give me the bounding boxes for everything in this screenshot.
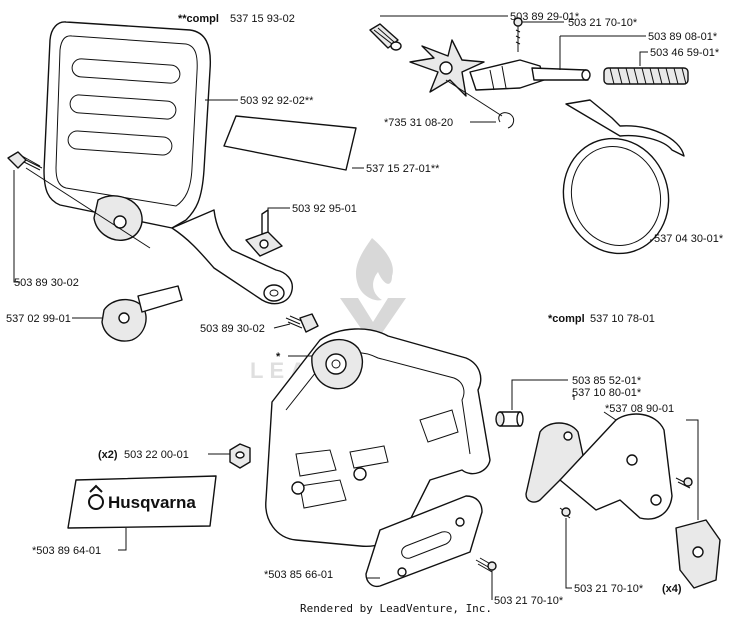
screw-left-thread: [21, 155, 43, 171]
cover-plate: [559, 413, 673, 520]
leader-line: [118, 528, 127, 551]
clutch-cover-rib: [349, 445, 389, 469]
leader-line: [511, 379, 568, 410]
handguard-arm: [171, 209, 293, 305]
footer-credit: Rendered by LeadVenture, Inc.: [300, 602, 492, 615]
handguard-slot: [69, 94, 177, 120]
handguard-frame: [43, 21, 212, 229]
part-label-clutch-compl: 537 10 78-01: [590, 313, 655, 325]
part-label-lever-plate: 537 10 80-01*: [572, 387, 642, 399]
part-label-screw-cover: 503 21 70-10*: [574, 583, 644, 595]
leader-line: [445, 79, 503, 117]
husqvarna-crown-icon: [88, 484, 104, 510]
cam-lever-part: [101, 285, 183, 342]
leader-line: [639, 51, 648, 66]
clutch-cover-rib: [299, 479, 347, 509]
part-label-bracket: 503 92 95-01: [292, 203, 357, 215]
part-label-handguard: 503 92 92-02**: [240, 95, 314, 107]
brake-shaft-end: [581, 69, 591, 81]
clutch-cover-rib: [419, 409, 459, 443]
screw-left-head: [7, 151, 27, 169]
clutch-cover: [265, 328, 491, 547]
part-label-bar-plate: *503 85 66-01: [264, 569, 333, 581]
leader-line: [13, 170, 20, 283]
part-label-brake-shaft: 503 89 08-01*: [648, 31, 718, 43]
cover-plate-hole: [626, 454, 638, 466]
compl-prefix-clutch: *compl: [548, 313, 585, 325]
handguard-slot: [71, 58, 181, 84]
part-label-spring-pin: 503 89 29-01*: [510, 11, 580, 23]
qty-nut: (x2): [98, 449, 118, 461]
leader-line: [572, 395, 575, 400]
leader-line: [25, 167, 151, 249]
part-label-cover-plate: *537 08 90-01: [605, 403, 674, 415]
part-label-nut: 503 22 00-01: [124, 449, 189, 461]
handguard-pivot-hole: [263, 284, 285, 302]
watermark-chevron-icon: [340, 298, 406, 346]
brake-band: [562, 99, 685, 255]
part-label-handguard-compl: 537 15 93-02: [230, 13, 295, 25]
star-knob-hole: [439, 61, 453, 75]
part-label-screw-left: 503 89 30-02: [14, 277, 79, 289]
handguard-frame-inner: [55, 35, 198, 207]
bracket-small: [245, 209, 283, 257]
lever-plate-hole: [563, 431, 573, 441]
logo-decal: Husqvarna: [67, 475, 217, 529]
part-label-screw-top: 503 21 70-10*: [568, 17, 638, 29]
screw-cover-small: [675, 477, 693, 489]
bar-plate: [365, 495, 483, 588]
handguard-cam-hole: [113, 215, 127, 229]
handguard-assembly: [43, 21, 293, 305]
marker-asterisk: *: [276, 351, 281, 363]
logo-text: Husqvarna: [108, 493, 196, 512]
watermark-flame-icon: [355, 238, 393, 301]
part-label-logo-decal: *503 89 64-01: [32, 545, 101, 557]
part-label-circlip: *735 31 08-20: [384, 117, 453, 129]
clutch-cover-rib: [295, 449, 337, 477]
leader-line: [273, 323, 291, 329]
decal-sheet: [223, 115, 357, 171]
handguard-pivot-bore: [269, 289, 279, 297]
leader-line: [603, 411, 617, 421]
bar-plate-hole: [455, 517, 465, 527]
part-label-screw-bar: 503 21 70-10*: [494, 595, 564, 607]
part-label-cam-lever: 537 02 99-01: [6, 313, 71, 325]
screw-left: [7, 151, 43, 171]
qty-screw-cover: (x4): [662, 583, 682, 595]
cam-lever-hole: [118, 312, 130, 324]
clutch-cover-boss-hole: [325, 353, 347, 375]
brake-spring: [603, 67, 689, 85]
leader-line: [686, 419, 699, 520]
screw-bar: [475, 557, 497, 573]
compl-prefix-handguard: **compl: [178, 13, 219, 25]
part-label-brake-band: 537 04 30-01*: [654, 233, 724, 245]
circlip: [498, 112, 515, 129]
corner-bracket-hole: [692, 546, 704, 558]
cam-lever-pin: [137, 285, 183, 313]
bar-plate-hole: [397, 567, 407, 577]
part-label-brake-spring: 503 46 59-01*: [650, 47, 720, 59]
nut: [229, 443, 251, 469]
clutch-cover-stud-hole: [291, 481, 305, 495]
part-label-screw-handle: 503 89 30-02: [200, 323, 265, 335]
bar-plate-slot: [401, 531, 452, 559]
part-label-decal-sheet: 537 15 27-01**: [366, 163, 440, 175]
leader-line: [565, 518, 572, 589]
screw-cover-small: [559, 507, 571, 519]
leader-line: [267, 207, 290, 212]
linkage-detail: [489, 65, 507, 91]
screw-top: [513, 17, 523, 52]
part-label-bolt: 503 85 52-01*: [572, 375, 642, 387]
bolt: [495, 411, 524, 427]
spring-pin: [369, 23, 402, 51]
clutch-cover-stud-hole: [353, 467, 367, 481]
cover-plate-hole: [650, 494, 662, 506]
handguard-slot: [67, 130, 173, 156]
screw-handle: [285, 313, 319, 333]
